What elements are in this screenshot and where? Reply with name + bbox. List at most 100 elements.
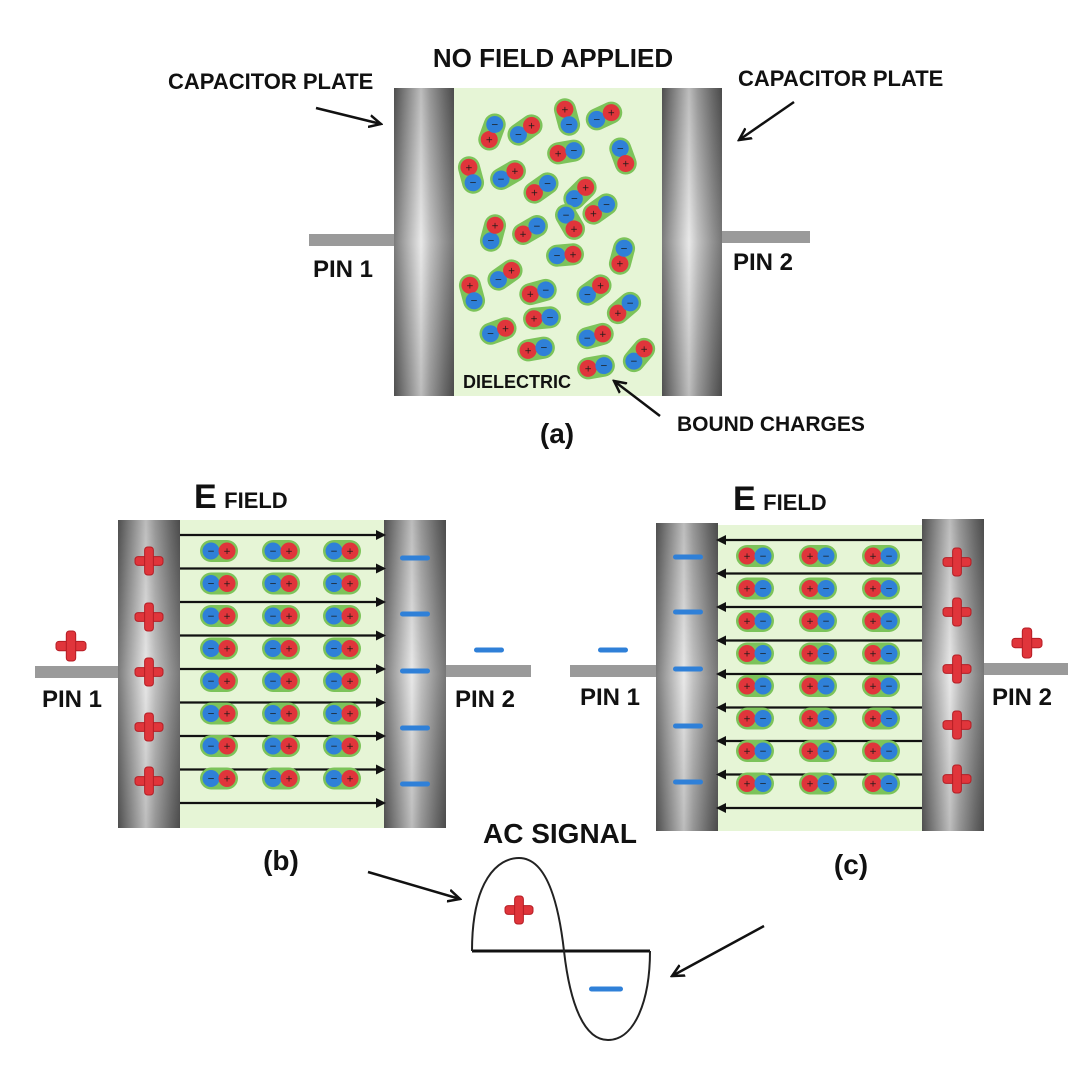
bound-charge-dipole: −+: [487, 259, 523, 291]
svg-text:−: −: [470, 297, 478, 307]
aligned-dipole: +−: [799, 740, 837, 762]
positive-charge: [519, 341, 537, 359]
plus-sign: [942, 764, 972, 794]
bound-charge-dipole: −+: [479, 214, 507, 252]
bound-charge-dipole: −+: [563, 176, 597, 210]
pin-2-lead-a: [722, 231, 810, 243]
positive-charge: [218, 770, 236, 787]
svg-text:+: +: [223, 710, 231, 720]
svg-text:−: −: [491, 120, 499, 130]
minus-sign: [400, 668, 430, 674]
aligned-dipole: −+: [200, 767, 238, 790]
svg-text:−: −: [540, 344, 548, 354]
aligned-dipole: +−: [862, 577, 900, 600]
minus-sign: [400, 781, 430, 787]
svg-text:+: +: [561, 105, 569, 115]
svg-text:−: −: [759, 747, 767, 757]
positive-charge: [525, 184, 543, 202]
arrow-bound-charges: [614, 381, 661, 417]
efield-e-b: E: [194, 478, 217, 516]
svg-text:+: +: [806, 682, 814, 692]
plus-sign: [942, 710, 972, 740]
aligned-dipole: +−: [736, 675, 774, 697]
plus-sign: [942, 654, 972, 684]
svg-text:−: −: [885, 585, 893, 595]
bound-charge-dipole: −+: [479, 317, 517, 345]
negative-charge: [202, 640, 220, 657]
negative-charge: [264, 607, 282, 625]
ac-sine-wave: [471, 856, 651, 1042]
svg-text:−: −: [822, 617, 830, 627]
svg-text:−: −: [570, 147, 578, 157]
negative-charge: [325, 607, 343, 625]
negative-charge: [264, 575, 282, 592]
positive-charge: [521, 285, 539, 303]
negative-charge: [202, 607, 220, 625]
title-no-field: NO FIELD APPLIED: [433, 43, 673, 73]
negative-charge: [325, 672, 343, 690]
negative-charge: [202, 770, 220, 787]
positive-charge: [280, 542, 298, 560]
svg-text:+: +: [285, 547, 293, 557]
plus-sign: [134, 712, 164, 742]
positive-charge: [280, 607, 298, 625]
aligned-dipole: −+: [323, 702, 361, 725]
label-panel-c: (c): [834, 849, 868, 880]
svg-text:+: +: [640, 345, 648, 355]
positive-charge: [577, 178, 595, 196]
plate-charges-c: [598, 547, 1043, 794]
label-bound-charges: BOUND CHARGES: [677, 413, 865, 436]
aligned-dipole: −+: [262, 702, 300, 725]
svg-text:+: +: [743, 650, 751, 660]
svg-text:−: −: [544, 179, 552, 189]
positive-charge: [592, 276, 610, 294]
pin-1-lead-b: [35, 666, 120, 678]
svg-text:+: +: [285, 580, 293, 590]
pin-2-lead-c: [982, 663, 1068, 675]
plus-sign: [942, 597, 972, 627]
svg-text:+: +: [223, 677, 231, 687]
svg-text:−: −: [495, 276, 503, 286]
svg-text:+: +: [806, 650, 814, 660]
svg-text:−: −: [269, 742, 277, 752]
negative-charge: [464, 174, 482, 192]
positive-charge: [801, 710, 819, 727]
negative-charge: [880, 580, 898, 597]
positive-charge: [525, 310, 543, 328]
plus-sign: [55, 630, 87, 662]
positive-charge: [584, 205, 602, 223]
negative-charge: [817, 612, 835, 630]
aligned-dipole: −+: [323, 605, 361, 627]
aligned-dipoles-c: +−+−+−+−+−+−+−+−+−+−+−+−+−+−+−+−+−+−+−+−…: [736, 545, 900, 795]
label-panel-b: (b): [263, 845, 299, 876]
svg-text:−: −: [533, 222, 541, 232]
negative-charge: [509, 126, 527, 144]
svg-text:+: +: [528, 121, 536, 131]
minus-sign: [673, 666, 703, 672]
label-pin-1-b: PIN 1: [42, 686, 102, 713]
svg-text:−: −: [330, 547, 338, 557]
negative-charge: [598, 195, 616, 213]
negative-charge: [754, 775, 772, 792]
arrow-plate-left: [315, 106, 381, 124]
svg-text:+: +: [869, 780, 877, 790]
svg-text:−: −: [269, 547, 277, 557]
negative-charge: [754, 677, 772, 695]
aligned-dipole: +−: [799, 707, 837, 730]
negative-charge: [615, 239, 633, 257]
positive-charge: [460, 158, 478, 176]
negative-charge: [578, 329, 596, 347]
positive-charge: [801, 612, 819, 630]
negative-charge: [880, 612, 898, 630]
aligned-dipole: +−: [862, 610, 900, 632]
minus-sign: [400, 555, 430, 561]
ac-signal: AC SIGNAL: [367, 818, 765, 1042]
negative-charge: [202, 542, 220, 560]
bound-charge-dipole: +−: [608, 237, 636, 275]
aligned-dipole: −+: [262, 540, 300, 562]
svg-text:+: +: [806, 617, 814, 627]
positive-charge: [617, 155, 635, 173]
positive-charge: [341, 542, 359, 560]
svg-text:−: −: [269, 677, 277, 687]
positive-charge: [341, 575, 359, 592]
